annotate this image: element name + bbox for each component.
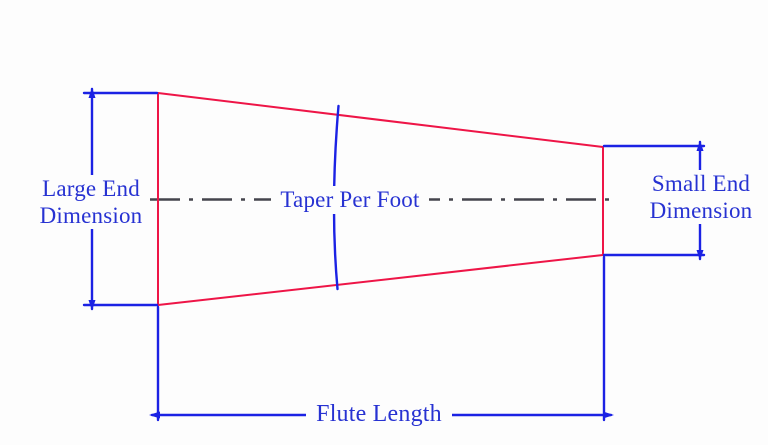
taper-outline-group [157, 92, 604, 306]
taper-bottom-edge-line [157, 254, 604, 306]
arrow-left-icon [149, 411, 160, 419]
taper-top-edge-line [157, 92, 604, 148]
arrow-down-icon [696, 250, 704, 261]
flute-length-label: Flute Length [306, 400, 452, 428]
label-line: Dimension [39, 203, 143, 228]
label-line: Small End [651, 171, 751, 196]
arrow-down-icon [88, 300, 96, 311]
arrow-up-icon [88, 87, 96, 98]
arrow-up-icon [696, 140, 704, 151]
large-end-dimension-label: Large End Dimension [32, 175, 150, 229]
small-end-dimension-label: Small End Dimension [640, 170, 762, 224]
label-line: Large End [42, 176, 140, 201]
flute-length-dimension-group [149, 255, 614, 422]
label-line: Dimension [649, 198, 753, 223]
taper-per-foot-label: Taper Per Foot [271, 186, 429, 214]
arrow-right-icon [603, 411, 614, 419]
